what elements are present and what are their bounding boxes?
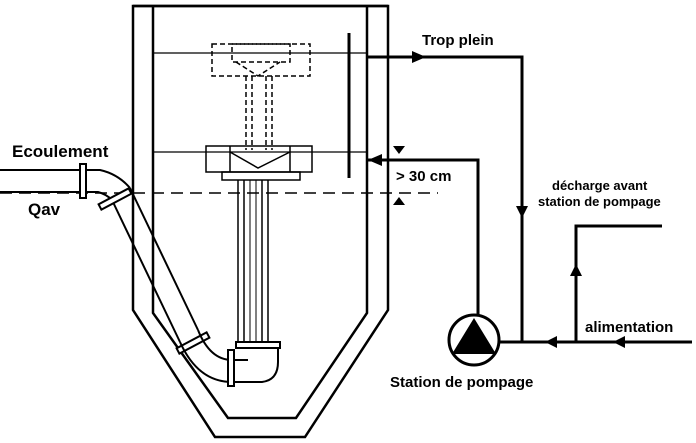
alimentation-label: alimentation — [585, 319, 673, 336]
tank-inner-wall — [151, 6, 369, 420]
elbow-flange — [227, 349, 235, 387]
qav-label: Qav — [28, 200, 61, 219]
decharge-label-2: station de pompage — [538, 194, 661, 209]
water-levels — [0, 52, 438, 194]
inlet-flange — [79, 163, 87, 199]
decharge-label-1: décharge avant — [552, 178, 648, 193]
flow-arrow-icon — [613, 336, 625, 348]
flow-arrows — [368, 51, 625, 348]
trop-plein-label: Trop plein — [422, 32, 494, 49]
flow-arrow-icon — [412, 51, 426, 63]
gap-label: > 30 cm — [396, 168, 451, 185]
flow-arrow-icon — [368, 154, 382, 166]
upper-inlet-assembly — [211, 43, 311, 150]
pipe-flange-top — [97, 187, 133, 211]
lower-inlet-assembly — [205, 145, 313, 345]
riser-flange — [235, 341, 281, 349]
flow-arrow-icon — [570, 264, 582, 276]
gap-marker-top — [393, 146, 405, 154]
flow-arrow-icon — [545, 336, 557, 348]
pump-icon — [447, 313, 501, 367]
station-label: Station de pompage — [390, 374, 533, 391]
gap-marker-bottom — [393, 197, 405, 205]
flow-arrow-icon — [516, 206, 528, 218]
discharge-pipe — [574, 224, 662, 342]
inlet-pipe — [0, 163, 281, 387]
ecoulement-label: Ecoulement — [12, 142, 109, 161]
recirculation-pipe — [367, 158, 480, 316]
tank — [131, 4, 390, 439]
overflow-pipe — [367, 55, 524, 342]
